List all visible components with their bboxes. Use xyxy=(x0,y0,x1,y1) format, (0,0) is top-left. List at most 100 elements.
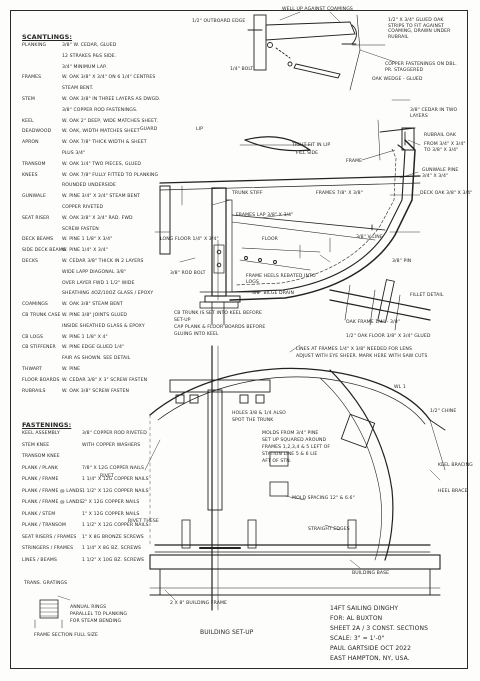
king-plank-label: Fill Side xyxy=(296,151,319,156)
list-label: Plank / Frame xyxy=(22,477,59,482)
list-label: Deck Beams xyxy=(22,237,54,243)
list-label: Floor Boards xyxy=(22,377,60,383)
list-label: Keel Assembly xyxy=(22,431,60,436)
list-value: 7/8" x 12g Copper Nails xyxy=(82,465,145,471)
cb-note-3: Cap Plank & Floor Boards Before xyxy=(174,325,266,330)
bolt-label: 1/4" Bolt xyxy=(230,67,254,72)
list-value: W. Cedar 3/8" x 3" Screw Fasten xyxy=(62,377,148,383)
list-value: Fair as Shown. See Detail xyxy=(62,356,131,362)
list-value: 1 1/2" x 12g Copper Nails xyxy=(82,488,149,494)
cb-note-2: Set-Up xyxy=(174,318,191,323)
v-line-label: 3/8" V-Line xyxy=(356,235,383,240)
list-label: Plank / Plank xyxy=(22,465,58,471)
list-value: W. Pine Edge Glued 1/4" xyxy=(62,345,125,351)
list-value: Screw Fasten xyxy=(62,226,99,232)
list-label: Plank / Frame @ Lands xyxy=(22,488,83,494)
bilge-drain-label: 3/8" Bilge Drain xyxy=(252,291,295,296)
wl-label: WL 1 xyxy=(394,385,406,390)
cb-note-1: CB Trunk is Set into Keel Before xyxy=(174,311,263,316)
detail-note-2: Parallel to Planking xyxy=(70,612,128,617)
list-value: W. Pine 1/4" x 3/4" xyxy=(62,248,108,254)
list-value: W. Pine xyxy=(62,367,81,372)
mold-note-2: Set Up Squared Around xyxy=(262,438,327,443)
cb-note-4: Gluing into Keel xyxy=(174,332,219,337)
detail-heading: Trans. Gratings xyxy=(24,581,68,586)
list-label: Frames xyxy=(22,75,42,81)
list-value: 2" x 12g Copper Nails xyxy=(82,500,140,505)
list-label: Knees xyxy=(22,172,38,178)
list-value: Sheathing 4oz/10oz Glass / Epoxy xyxy=(62,291,154,297)
list-value: Plus 3/4" xyxy=(62,151,86,156)
frame-label: Frame xyxy=(346,159,363,164)
mold-note-1: Molds from 3/4" Pine xyxy=(262,431,319,436)
clamp-block xyxy=(253,14,267,71)
long-floor-label: Long Floor 1/4" x 3/4" xyxy=(160,237,219,242)
mold-sheer xyxy=(149,367,431,421)
list-label: Deadwood xyxy=(22,129,52,135)
lines-note-2: Adjust with Eye Sheer. Mark Here with Sa… xyxy=(296,354,428,359)
list-value: 3/8" Copper Rod Riveted xyxy=(82,431,147,436)
list-value: 1" x 8g Bronze Screws xyxy=(82,534,144,540)
list-value: W. Pine 3/8" Joints Glued xyxy=(62,313,127,318)
mold-note-5: Aft of Stn. xyxy=(262,459,292,464)
heel-brace-label: Heel Brace xyxy=(438,489,468,494)
list-value: Steam Bent. xyxy=(62,86,94,92)
building-base-label: Building Base xyxy=(352,571,390,576)
list-value: 1 1/2" x 10g Bz. Screws xyxy=(82,557,145,563)
clamp-note: Well Up Against Coamings xyxy=(282,7,353,12)
knee-note: Deck Oak 3/8" x 3/4" xyxy=(420,191,473,196)
keel-brace-label: Keel Bracing xyxy=(438,463,473,468)
trunk-stringer-label: Trunk Stiff xyxy=(232,191,263,196)
list-label: Stringers / Frames xyxy=(22,546,74,551)
list-label: Thwart xyxy=(22,367,42,372)
list-value: 3/8" Copper Rod Fastenings. xyxy=(62,107,138,113)
transom-note: 1/2" Chine xyxy=(430,409,457,414)
gunwale-label: Gunwale Pine 3/4" x 3/4" xyxy=(422,168,459,179)
fillet-label: Fillet Detail xyxy=(410,293,444,298)
cb-bolt-label: 3/8" Pin xyxy=(392,259,412,264)
detail-note-1: Annual Rings xyxy=(70,605,107,610)
sheer-note: 3/8" Cedar in Two Layers xyxy=(410,108,458,119)
cap-note: 1/2" Outboard Edge xyxy=(192,19,246,24)
list-value: W. Oak 3/8" x 3/4" on 6 1/4" Centres xyxy=(62,75,156,81)
list-value: 1 1/4" x 8g Bz. Screws xyxy=(82,546,141,551)
fastenings-heading: Fastenings: xyxy=(22,421,72,429)
frame-note: Oak Frame 1/4" - 3/8" xyxy=(346,320,400,325)
guard-label: Guard xyxy=(140,127,158,132)
list-value: W. Oak 3/8" Steam Bent xyxy=(62,302,123,308)
list-label: Lines / Beams xyxy=(22,557,58,563)
list-value: Over Layer Fwd 1 1/2" Wide xyxy=(62,280,135,286)
list-value: W. Oak 3/8" in Three Layers As Dwgd. xyxy=(62,97,161,102)
title-line-3: Sheet 2A / 3 Const. Sections xyxy=(330,625,428,632)
floor-note: 1/2" Oak Floor 3/8" x 3/4" Glued xyxy=(346,334,431,339)
list-label: Plank / Transom xyxy=(22,523,66,528)
scantlings-heading: Scantlings: xyxy=(22,33,73,41)
title-line-6: East Hampton, NY, USA. xyxy=(330,655,410,662)
title-line-5: Paul Gartside Oct 2022 xyxy=(330,645,411,652)
list-label: Transom xyxy=(22,161,46,167)
list-value: 1" x 12g Copper Nails xyxy=(82,511,140,517)
list-label: Seat Risers / Frames xyxy=(22,534,77,540)
list-label: Keel xyxy=(22,118,34,124)
mold-spacing: Mold Spacing 12" & 6.6" xyxy=(292,496,355,501)
sheet-border xyxy=(10,10,468,669)
holes-note: Holes 3/8 & 1/4 Also xyxy=(232,411,286,416)
main-deck-line xyxy=(159,175,421,184)
holes-note-2: Spot the Trunk xyxy=(232,418,274,423)
list-value: 12 Strakes P&S Side. xyxy=(62,53,117,59)
list-label: Transom Knee xyxy=(22,454,60,459)
set-up-title: Building Set-Up xyxy=(200,629,254,636)
title-line-4: Scale: 3" = 1'-0" xyxy=(330,635,385,642)
fastenings-note: Copper Fastenings on Dbl. Pr. Staggered xyxy=(385,62,457,73)
title-line-2: for: Al Buxton xyxy=(330,615,383,622)
rivet-these-note: Rivet These xyxy=(128,519,159,524)
lip-note: Tight Fit in Lip xyxy=(292,143,331,148)
list-value: Inside Sheathed Glass & Epoxy xyxy=(62,323,145,329)
deck-beam-top xyxy=(265,21,356,41)
straight-edges: Straight Edges xyxy=(308,527,350,532)
list-label: CB Stiffener xyxy=(22,345,56,351)
list-value: W. Oak, Width Matches Sheet xyxy=(62,129,140,135)
list-label: Coamings xyxy=(22,302,48,308)
lip-label: Lip xyxy=(196,127,203,132)
